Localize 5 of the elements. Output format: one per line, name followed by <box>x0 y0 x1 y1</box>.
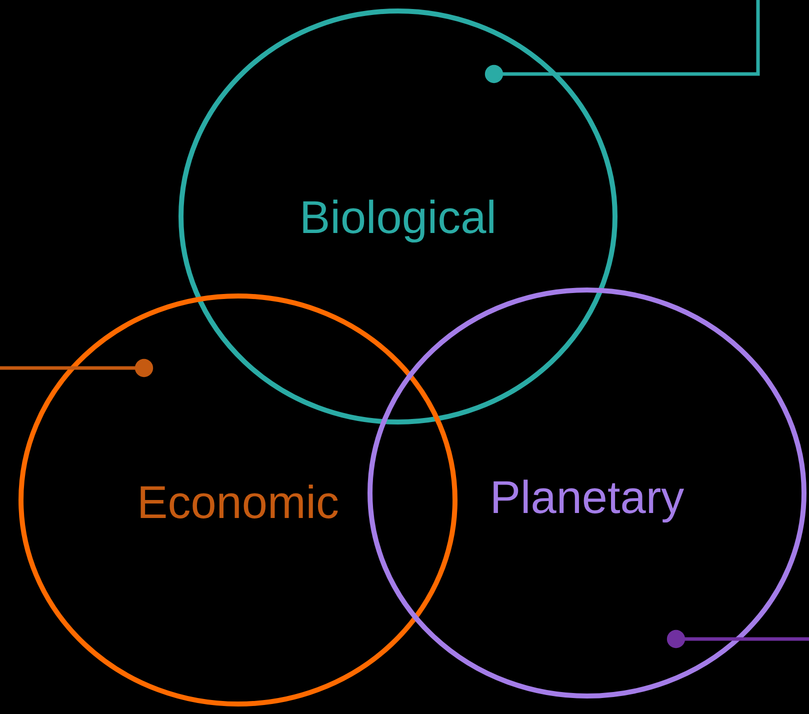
leader-line <box>666 630 809 648</box>
circle-label: Planetary <box>490 474 684 520</box>
leader-line <box>484 0 760 84</box>
circle-label: Economic <box>137 479 339 525</box>
leader-line <box>0 358 154 378</box>
